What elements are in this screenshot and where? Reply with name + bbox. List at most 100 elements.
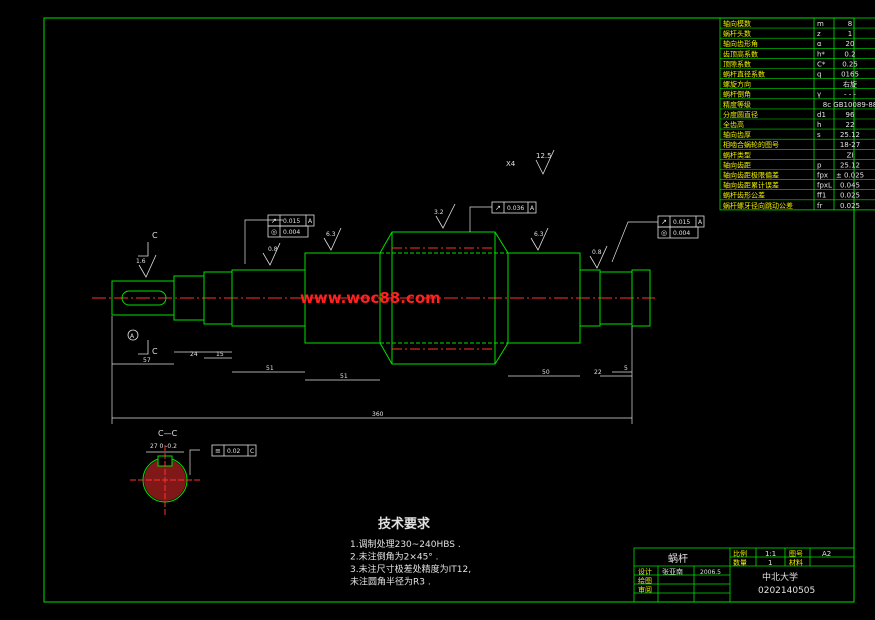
section-arrows: [127, 242, 149, 355]
param-label: 螺旋方向: [723, 80, 751, 89]
tech-req-title: 技术要求: [378, 516, 431, 532]
param-symbol: fpx: [817, 172, 828, 180]
view-label-c-bottom: C: [152, 347, 158, 356]
param-label: 全齿高: [723, 120, 744, 129]
param-symbol: z: [817, 30, 821, 38]
dimension-value: 22: [594, 369, 602, 376]
right-shaft-end: [631, 269, 651, 327]
param-value: ± 0.025: [836, 172, 864, 180]
roughness-value: 1.6: [136, 258, 146, 265]
drawing-no-label: 图号: [789, 550, 803, 558]
tech-req-line: 2.未注倒角为2×45° .: [350, 551, 439, 563]
section-key-dimension: 27 0 -0.2: [150, 443, 177, 450]
param-label: 顶隙系数: [723, 59, 751, 68]
param-value: ZI: [847, 151, 854, 159]
param-value: 0165: [841, 71, 859, 79]
school-name: 中北大学: [762, 571, 798, 583]
param-symbol: m: [817, 20, 824, 28]
param-value: 0.045: [840, 182, 860, 190]
qty-label: 数量: [733, 558, 747, 567]
tolerance-symbol: ◎: [661, 229, 667, 237]
param-value: 18-27: [840, 141, 860, 149]
roughness-general: 12.5: [536, 152, 552, 160]
tech-req-line: 1.调制处理230~240HBS .: [350, 538, 461, 550]
qty-value: 1: [768, 559, 772, 567]
param-table-frame: [719, 17, 875, 211]
dimension-value: 51: [266, 365, 274, 372]
drawing-border: [43, 17, 855, 603]
dimension-value: 50: [542, 369, 550, 376]
param-value: 96: [846, 111, 855, 119]
tolerance-symbol: ≡: [215, 447, 221, 455]
param-label: 精度等级: [723, 100, 751, 109]
param-symbol: γ: [817, 91, 821, 99]
tolerance-value: 0.02: [227, 448, 241, 455]
param-symbol: h: [817, 121, 821, 129]
section-title: C—C: [158, 429, 178, 438]
keyway: [121, 290, 167, 306]
param-label: 轴向齿形角: [723, 39, 758, 48]
tolerance-value: 0.015: [673, 219, 690, 226]
review-label: 审阅: [638, 585, 652, 594]
tolerance-datum: A: [698, 219, 703, 226]
param-label: 分度圆直径: [723, 110, 758, 119]
tech-req-line: 未注圆角半径为R3 .: [350, 576, 431, 588]
param-symbol: C*: [817, 60, 826, 68]
tolerance-frames: [211, 201, 705, 457]
param-value: 25.12: [840, 161, 860, 169]
param-label: 轴向齿距: [723, 160, 751, 169]
param-label: 蜗杆螺牙径向跳动公差: [723, 201, 793, 210]
param-symbol: h*: [817, 50, 825, 58]
scale-value: 1:1: [765, 550, 776, 558]
designer-name: 张亚南: [662, 567, 683, 576]
tolerance-value: 0.015: [283, 218, 300, 225]
tolerance-value: 0.004: [283, 229, 300, 236]
param-symbol: d1: [817, 111, 826, 119]
param-label: 蜗杆类型: [723, 150, 751, 159]
section-cc: [130, 445, 200, 515]
tolerance-value: 0.036: [507, 205, 524, 212]
dimension-value: 5: [624, 365, 628, 372]
roughness-value: 6.3: [534, 231, 544, 238]
roughness-general-note: X4: [506, 160, 516, 168]
view-label-c-top: C: [152, 231, 158, 240]
param-symbol: p: [817, 161, 822, 169]
param-symbol: fpxL: [817, 182, 832, 190]
param-label: 蜗杆齿形公差: [723, 191, 765, 200]
param-symbol: ff1: [817, 192, 826, 200]
drawing-code: 0202140505: [758, 586, 815, 596]
param-value: 0.25: [842, 60, 858, 68]
param-symbol: α: [817, 40, 822, 48]
tolerance-symbol: ↗: [661, 218, 667, 226]
dimension-value: 15: [216, 351, 224, 358]
title-block: [633, 547, 855, 603]
param-value: - - -: [844, 91, 857, 99]
dimension-value: 57: [143, 357, 151, 364]
dimension-lines: [111, 316, 633, 424]
scale-label: 比例: [733, 549, 747, 558]
param-symbol: fr: [817, 202, 822, 210]
tolerance-symbol: ◎: [271, 228, 277, 236]
roughness-value: 6.3: [326, 231, 336, 238]
param-value: 0.025: [840, 192, 860, 200]
param-value: 25.12: [840, 131, 860, 139]
material-label: 材料: [789, 558, 803, 567]
param-value: 8c GB10089-88: [823, 101, 875, 109]
tolerance-datum: C: [250, 448, 254, 455]
param-symbol: s: [817, 131, 821, 139]
param-label: 蜗杆直径系数: [723, 70, 765, 79]
dimension-value: 51: [340, 373, 348, 380]
roughness-value: 0.8: [268, 246, 278, 253]
worm-shaft-view: [92, 206, 658, 475]
param-label: 轴向齿厚: [723, 130, 751, 139]
param-label: 蜗杆头数: [723, 29, 751, 38]
param-value: 1: [848, 30, 852, 38]
dimension-total: 360: [372, 411, 384, 418]
tolerance-symbol: ↗: [495, 204, 501, 212]
tolerance-value: 0.004: [673, 230, 690, 237]
design-label: 设计: [638, 567, 652, 576]
param-value: 右旋: [843, 80, 857, 89]
roughness-value: 0.8: [592, 249, 602, 256]
